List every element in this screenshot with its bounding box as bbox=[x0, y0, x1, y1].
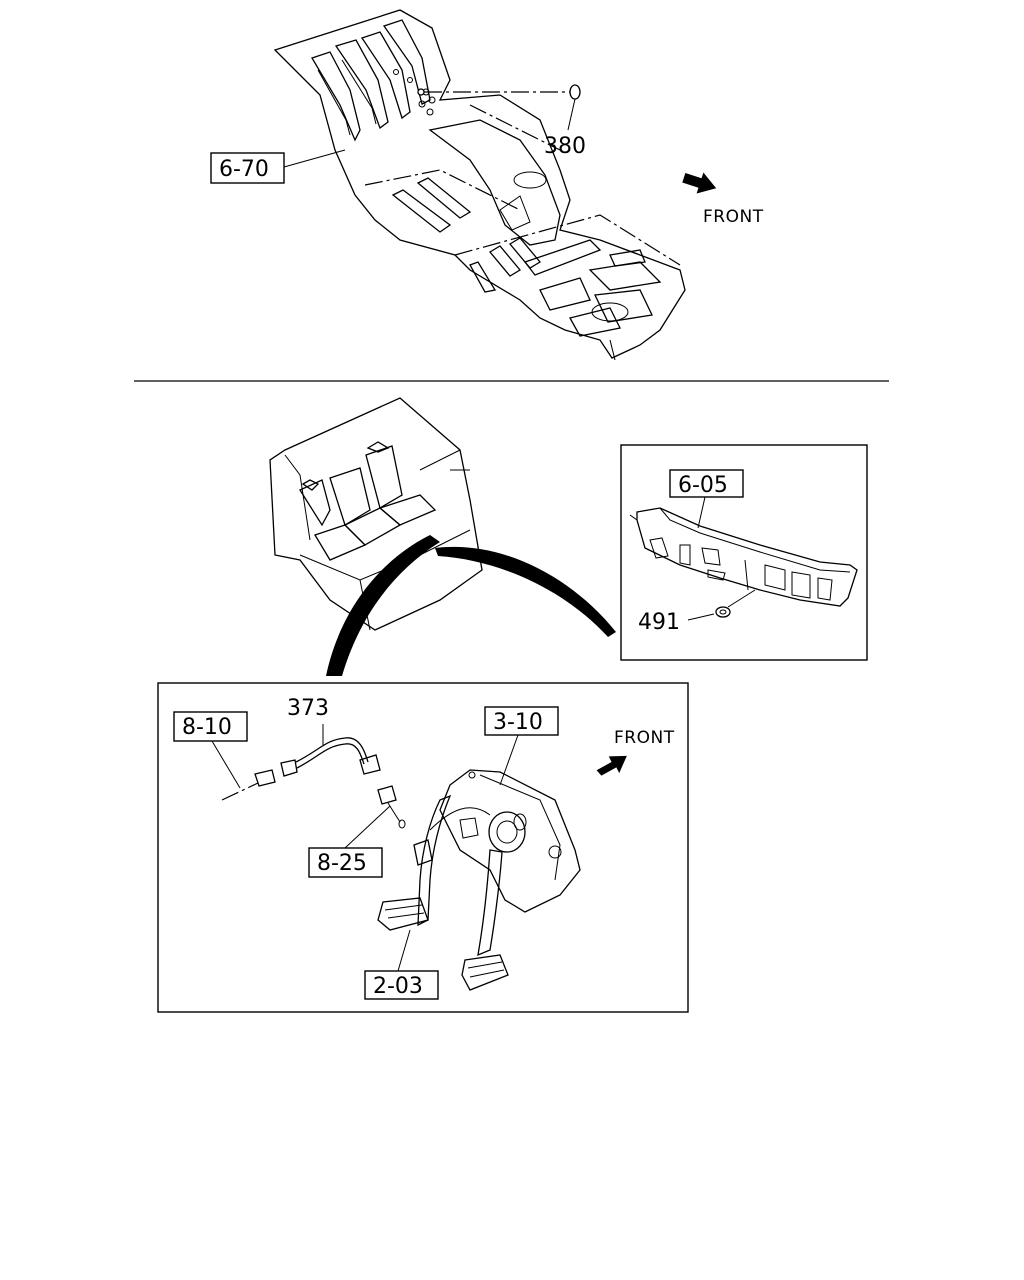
callout-380: 380 bbox=[544, 134, 586, 159]
front-label-lower: FRONT bbox=[614, 728, 675, 748]
callout-6-05: 6-05 bbox=[678, 473, 728, 498]
zoom-swoosh-left bbox=[326, 535, 440, 676]
callout-box-8-25 bbox=[308, 805, 391, 878]
callout-373: 373 bbox=[287, 696, 329, 721]
callout-box-2-03 bbox=[364, 929, 439, 1000]
callout-box-6-05 bbox=[669, 469, 744, 529]
callout-box-3-10 bbox=[484, 706, 559, 786]
callout-2-03: 2-03 bbox=[373, 974, 423, 999]
callout-3-10: 3-10 bbox=[493, 710, 543, 735]
callout-6-70: 6-70 bbox=[219, 157, 269, 182]
callout-8-10: 8-10 bbox=[182, 715, 232, 740]
grommet-491 bbox=[687, 589, 756, 621]
callout-box-6-70 bbox=[210, 149, 346, 184]
front-arrow-icon bbox=[682, 172, 717, 194]
callout-8-25: 8-25 bbox=[317, 851, 367, 876]
zoom-swoosh-right bbox=[435, 546, 616, 637]
callout-491: 491 bbox=[638, 610, 680, 635]
plug-380-leader bbox=[417, 84, 581, 131]
pedal-assembly-drawing bbox=[377, 769, 581, 991]
harness-373-drawing bbox=[221, 737, 406, 829]
front-arrow-icon bbox=[596, 755, 627, 776]
callout-box-8-10 bbox=[173, 711, 248, 789]
dash-panel-drawing bbox=[629, 507, 858, 607]
front-label-upper: FRONT bbox=[703, 207, 764, 227]
dash-panel-inset bbox=[620, 444, 868, 661]
floor-panel-drawing bbox=[273, 9, 686, 361]
